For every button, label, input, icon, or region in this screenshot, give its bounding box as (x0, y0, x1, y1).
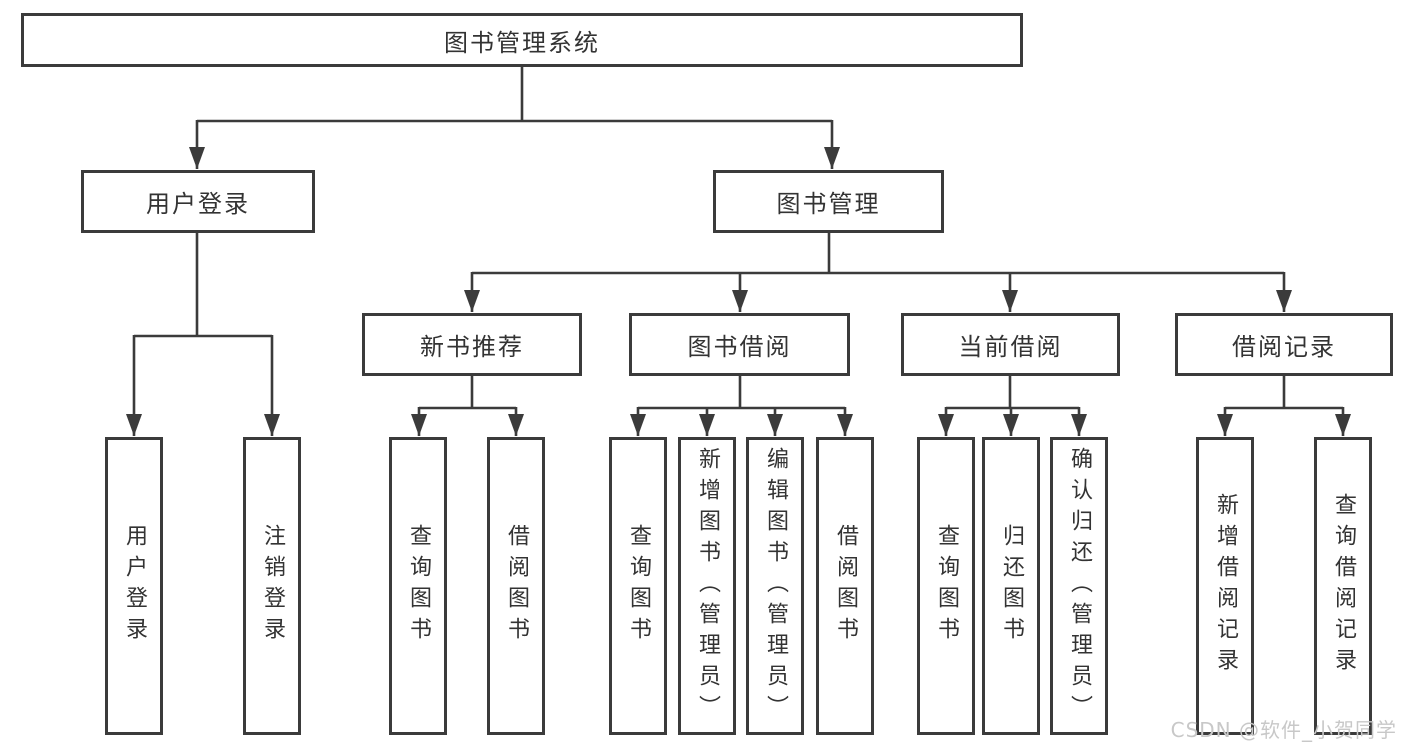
node-label: 用户登录 (146, 190, 250, 218)
node-label: 图书管理系统 (444, 28, 600, 57)
node-borrow-books-recommend: 借阅图书 (487, 437, 545, 735)
node-label: 借阅图书 (833, 524, 858, 648)
node-label: 图书管理 (776, 190, 881, 218)
node-label: 查询图书 (934, 524, 959, 648)
node-logout: 注销登录 (243, 437, 301, 735)
node-query-books-recommend: 查询图书 (389, 437, 447, 735)
node-new-book-recommend: 新书推荐 (362, 313, 582, 376)
node-current-borrow: 当前借阅 (901, 313, 1120, 376)
node-label: 当前借阅 (958, 333, 1063, 361)
node-return-books: 归还图书 (982, 437, 1040, 735)
node-user-login: 用户登录 (81, 170, 315, 233)
node-label: 归还图书 (999, 524, 1024, 648)
node-borrow-books: 借阅图书 (816, 437, 874, 735)
node-confirm-return-admin: 确认归还（管理员） (1050, 437, 1108, 735)
node-query-books-borrow: 查询图书 (609, 437, 667, 735)
node-label: 查询借阅记录 (1331, 493, 1356, 679)
node-label: 用户登录 (122, 524, 147, 648)
node-user-login-action: 用户登录 (105, 437, 163, 735)
node-book-management: 图书管理 (713, 170, 944, 233)
node-root-system: 图书管理系统 (21, 13, 1023, 67)
node-query-borrow-record: 查询借阅记录 (1314, 437, 1372, 735)
node-borrow-records: 借阅记录 (1175, 313, 1393, 376)
node-label: 查询图书 (406, 524, 431, 648)
node-label: 确认归还（管理员） (1067, 446, 1092, 726)
node-label: 借阅记录 (1232, 333, 1336, 361)
node-label: 借阅图书 (504, 524, 529, 648)
node-label: 编辑图书（管理员） (763, 446, 788, 726)
node-label: 查询图书 (626, 524, 651, 648)
node-label: 图书借阅 (687, 333, 792, 361)
node-label: 注销登录 (260, 524, 285, 648)
node-query-books-current: 查询图书 (917, 437, 975, 735)
node-label: 新增借阅记录 (1213, 493, 1238, 679)
node-book-borrow: 图书借阅 (629, 313, 850, 376)
node-label: 新增图书（管理员） (695, 446, 720, 726)
csdn-watermark: CSDN @软件_小贺同学 (1170, 718, 1397, 742)
node-add-borrow-record: 新增借阅记录 (1196, 437, 1254, 735)
node-label: 新书推荐 (420, 333, 524, 361)
node-add-books-admin: 新增图书（管理员） (678, 437, 736, 735)
node-edit-books-admin: 编辑图书（管理员） (746, 437, 804, 735)
